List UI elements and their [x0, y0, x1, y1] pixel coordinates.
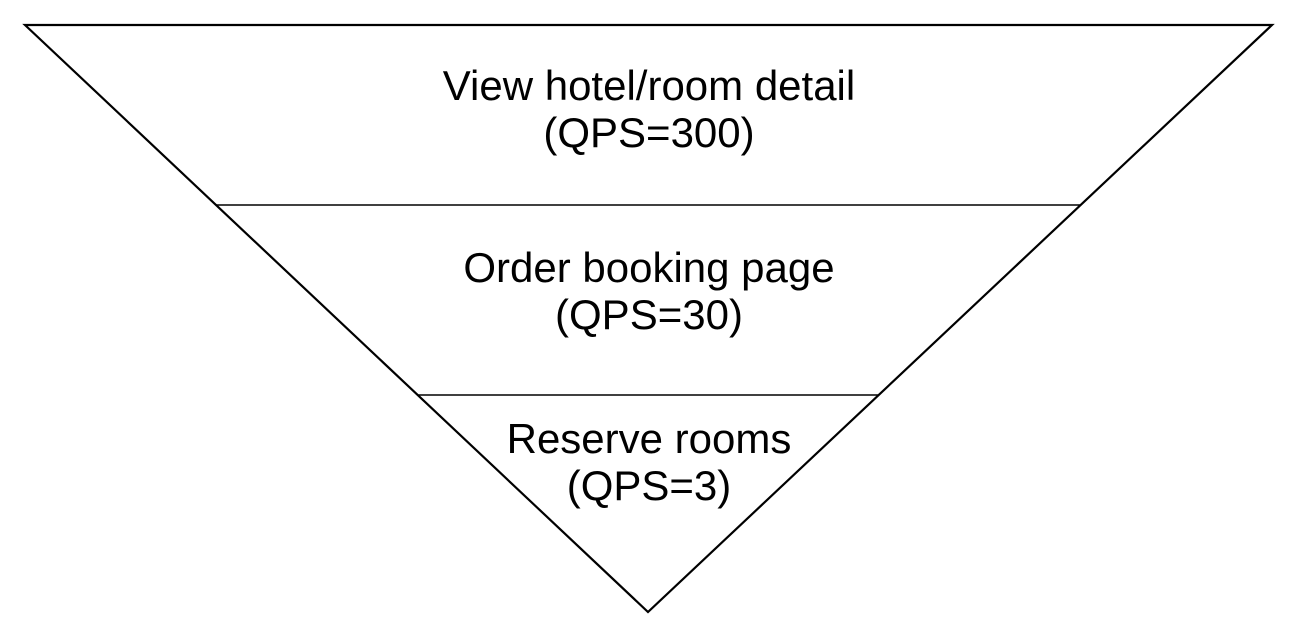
tier-1: View hotel/room detail (QPS=300): [443, 62, 855, 156]
tier-1-qps: (QPS=300): [543, 109, 754, 156]
tier-3-label: Reserve rooms: [507, 415, 792, 462]
tier-2: Order booking page (QPS=30): [463, 244, 834, 338]
tier-3: Reserve rooms (QPS=3): [507, 415, 792, 509]
tier-2-label: Order booking page: [463, 244, 834, 291]
tier-1-label: View hotel/room detail: [443, 62, 855, 109]
tier-2-qps: (QPS=30): [555, 291, 743, 338]
funnel-outline: [22, 23, 1275, 614]
tier-3-qps: (QPS=3): [567, 462, 732, 509]
